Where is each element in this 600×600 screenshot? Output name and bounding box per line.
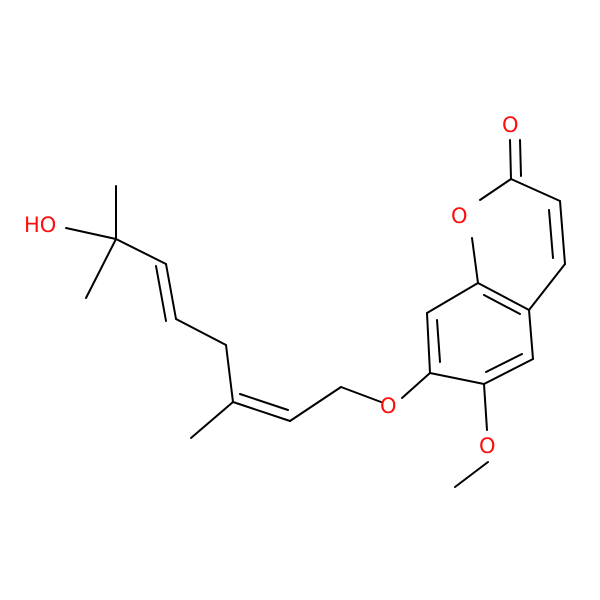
ring-bond-5 [483,358,534,385]
bond-double-trans-a [165,263,177,320]
ring-inner-2 [483,294,521,315]
ring-oxygen-label: O [451,204,468,228]
pyranone-bond-5 [479,178,512,201]
ring-bond-1 [426,312,431,374]
methoxy-oxygen-label: O [479,434,496,458]
atom-labels: O O O O HO [24,113,519,458]
ring-inner-3 [485,353,523,373]
bond-c-vinyl [115,238,167,265]
bonds [65,139,566,488]
bond-double-cis-b [239,393,289,411]
pyranone-bond-2 [528,263,566,311]
ring-bond-2 [426,282,479,314]
bond-double-cis-a [232,401,291,422]
bond-to-ch2 [289,386,342,422]
bond-double-trans-b [155,265,167,322]
pyranone-bond-1 [471,237,479,284]
pyranone-bond-4 [510,178,561,202]
bond-methoxy-o-ch3 [454,461,489,488]
bond-ch2-ether-o [340,386,382,403]
bond-c-hydroxyl [65,227,117,240]
bond-ether-o-ring [401,372,431,399]
bond-ring-methoxy-o [483,383,488,431]
ether-oxygen-label: O [380,394,397,418]
pyranone-bond-3 [559,200,566,265]
bond-methyl-bottom [85,238,117,299]
ring-bond-3 [477,282,530,311]
ring-bond-4 [528,309,534,360]
bond-branch-methyl [190,401,234,439]
bond-to-branch [225,344,234,403]
ring-inner-1 [436,319,441,363]
hydroxyl-label: HO [24,213,56,237]
pyranone-inner-double [548,209,554,259]
ring-bond-6 [429,372,485,385]
carbonyl-bond-b [519,139,522,177]
carbonyl-bond-a [509,139,512,180]
carbonyl-oxygen-label: O [502,113,519,137]
bond-allyl [175,318,227,346]
